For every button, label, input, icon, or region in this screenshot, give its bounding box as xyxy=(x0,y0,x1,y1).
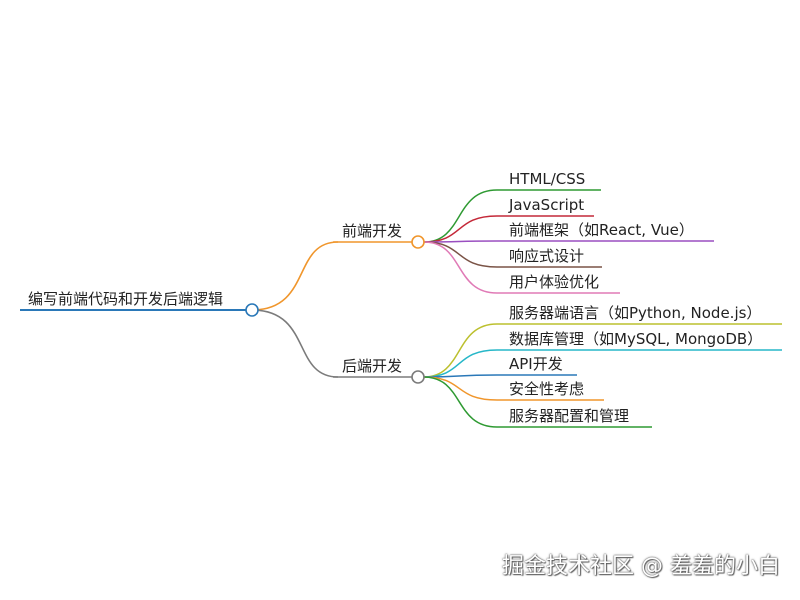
connector-branch0-leaf1 xyxy=(423,215,498,243)
leaf-frontend-frameworks: 前端框架（如React, Vue） xyxy=(509,221,694,239)
connector-branch1-leaf4 xyxy=(423,376,498,428)
branch-backend-label: 后端开发 xyxy=(342,357,403,375)
connector-branch0-leaf0 xyxy=(423,189,498,243)
leaf-server-config: 服务器配置和管理 xyxy=(509,407,630,425)
leaf-database-management: 数据库管理（如MySQL, MongoDB） xyxy=(509,330,763,348)
connector-branch1-leaf1 xyxy=(423,349,498,378)
connector-branch1-leaf0 xyxy=(423,323,498,378)
connector-branch0-leaf3 xyxy=(423,241,498,268)
leaf-responsive-design: 响应式设计 xyxy=(509,247,585,265)
leaf-ux-optimization: 用户体验优化 xyxy=(509,273,600,291)
leaf-api-development: API开发 xyxy=(509,355,563,373)
connector-branch1-leaf3 xyxy=(423,376,498,401)
connector-root-to-branch-1 xyxy=(251,309,339,378)
branch-node-1 xyxy=(411,370,425,384)
root-node-label: 编写前端代码和开发后端逻辑 xyxy=(28,290,224,308)
leaf-server-languages: 服务器端语言（如Python, Node.js） xyxy=(509,304,762,322)
leaf-html-css: HTML/CSS xyxy=(509,170,586,188)
leaf-security: 安全性考虑 xyxy=(509,380,585,398)
connector-branch0-leaf4 xyxy=(423,241,498,294)
connector-root-to-branch-0 xyxy=(251,241,339,311)
watermark: 掘金技术社区 @ 羞羞的小白 xyxy=(502,554,780,579)
branch-frontend-label: 前端开发 xyxy=(342,222,403,240)
root-node xyxy=(245,303,259,317)
leaf-javascript: JavaScript xyxy=(509,196,585,214)
branch-node-0 xyxy=(411,235,425,249)
